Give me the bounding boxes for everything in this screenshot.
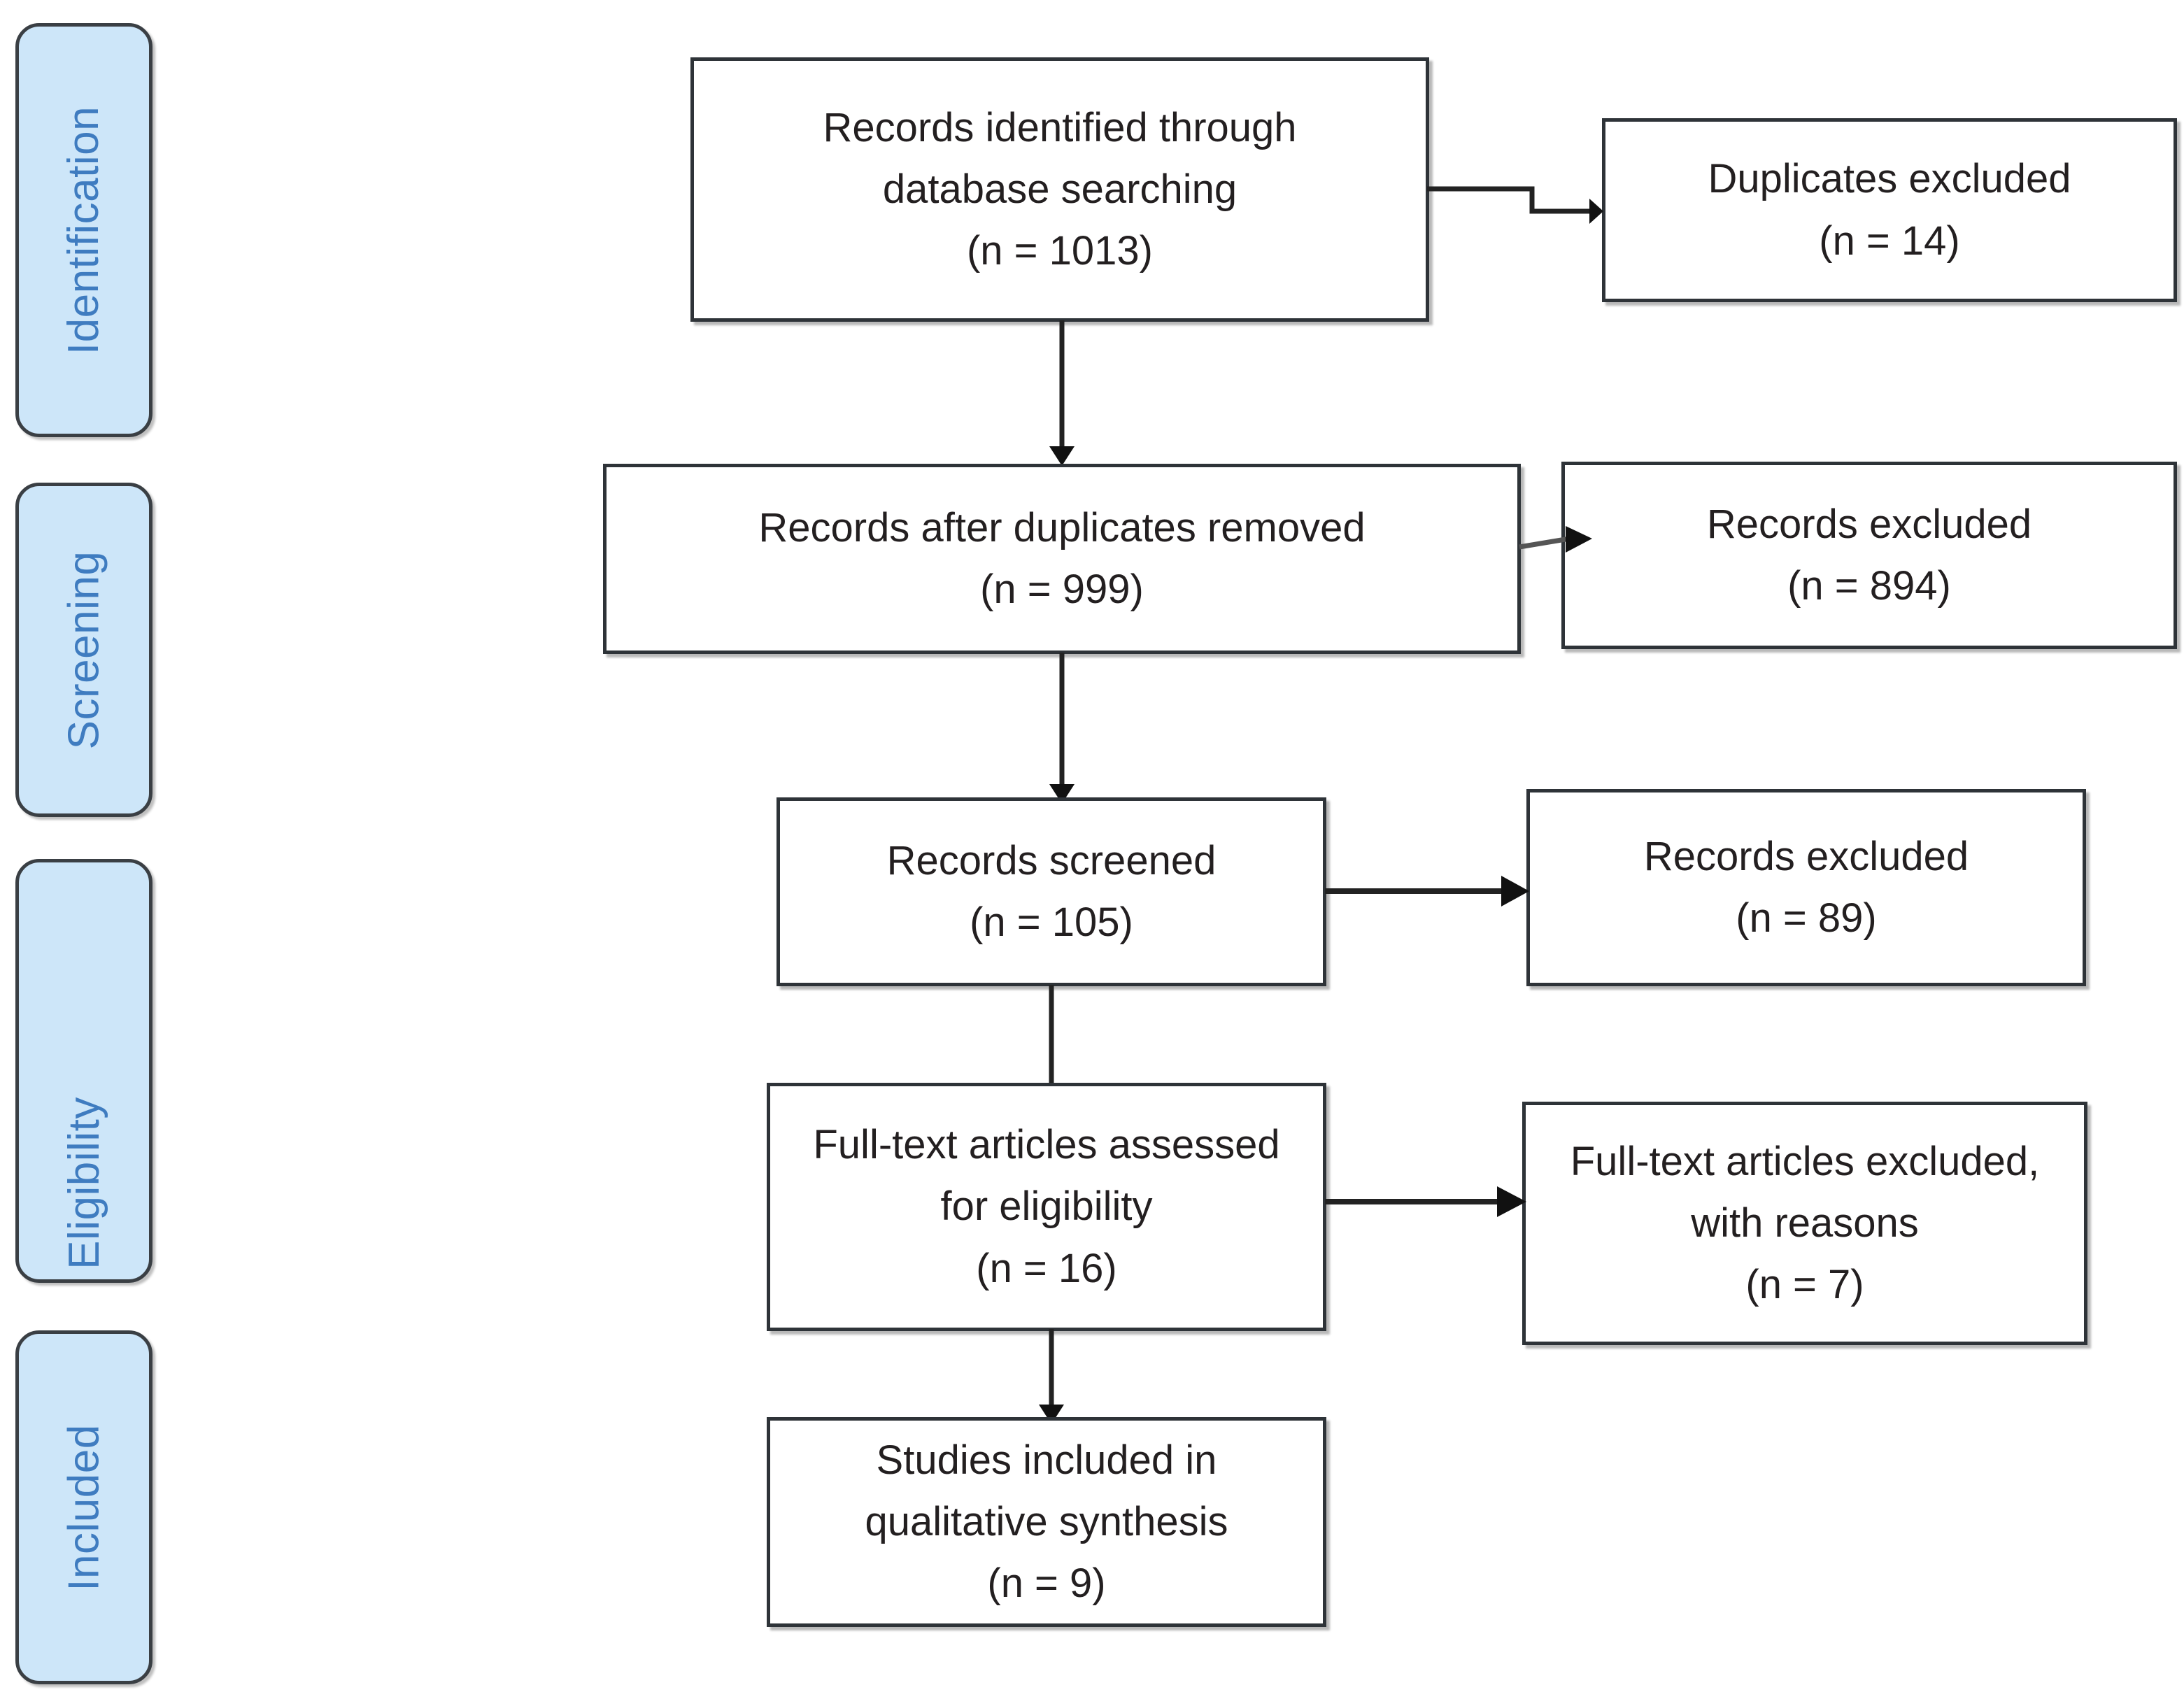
studies-included-line-2: qualitative synthesis: [865, 1498, 1228, 1544]
duplicates-excluded-count: (n = 14): [1819, 218, 1960, 264]
box-records-excluded-89: Records excluded (n = 89): [1526, 789, 2086, 986]
phase-label-identification: Identification: [59, 106, 108, 355]
phase-box-identification: Identification: [15, 23, 153, 437]
phase-label-eligibility: Eligibility: [59, 1096, 108, 1270]
records-excluded-894-count: (n = 894): [1787, 563, 1951, 609]
box-duplicates-excluded: Duplicates excluded (n = 14): [1602, 118, 2177, 302]
box-records-screened: Records screened (n = 105): [777, 797, 1326, 986]
box-records-after-duplicates-removed: Records after duplicates removed (n = 99…: [603, 464, 1521, 654]
phase-box-included: Included: [15, 1330, 153, 1684]
box-full-text-articles-assessed: Full-text articles assessed for eligibil…: [767, 1083, 1326, 1331]
phase-label-included: Included: [59, 1423, 108, 1591]
fulltext-assessed-line-1: Full-text articles assessed: [813, 1122, 1280, 1168]
studies-included-count: (n = 9): [987, 1561, 1106, 1607]
records-identified-line-2: database searching: [882, 166, 1238, 212]
records-excluded-89-line-1: Records excluded: [1643, 833, 1969, 879]
connector-identified-to-duplicates: [1427, 175, 1609, 252]
phase-box-screening: Screening: [15, 483, 153, 817]
connector-screened-to-excluded-89: [1325, 865, 1535, 920]
fulltext-assessed-line-2: for eligibility: [940, 1183, 1153, 1230]
records-screened-line-1: Records screened: [886, 837, 1217, 883]
phase-label-screening: Screening: [59, 550, 108, 749]
fulltext-assessed-count: (n = 16): [976, 1245, 1117, 1291]
connector-identified-to-after-duplicates: [1041, 320, 1083, 469]
phase-box-eligibility: Eligibility: [15, 859, 153, 1283]
connector-after-duplicates-to-screened: [1041, 653, 1083, 806]
records-screened-count: (n = 105): [970, 900, 1133, 945]
records-identified-count: (n = 1013): [966, 228, 1153, 274]
connector-fulltext-to-studies-included: [1030, 1329, 1072, 1427]
box-studies-included: Studies included in qualitative synthesi…: [767, 1417, 1326, 1627]
studies-included-line-1: Studies included in: [876, 1437, 1217, 1483]
box-full-text-articles-excluded: Full-text articles excluded, with reason…: [1522, 1102, 2087, 1345]
records-identified-line-1: Records identified through: [823, 104, 1297, 150]
box-records-excluded-894: Records excluded (n = 894): [1561, 462, 2177, 649]
records-after-duplicates-count: (n = 999): [980, 567, 1144, 612]
duplicates-excluded-line-1: Duplicates excluded: [1708, 156, 2071, 202]
fulltext-excluded-line-2: with reasons: [1691, 1200, 1919, 1246]
records-after-duplicates-line-1: Records after duplicates removed: [758, 504, 1366, 550]
connector-fulltext-to-fulltext-excluded: [1325, 1175, 1535, 1231]
records-excluded-894-line-1: Records excluded: [1706, 501, 2032, 547]
fulltext-excluded-count: (n = 7): [1745, 1262, 1864, 1308]
fulltext-excluded-line-1: Full-text articles excluded,: [1570, 1138, 2040, 1184]
connector-after-duplicates-to-excluded-894: [1519, 518, 1596, 574]
records-excluded-89-count: (n = 89): [1736, 895, 1877, 941]
box-records-identified: Records identified through database sear…: [690, 57, 1429, 322]
